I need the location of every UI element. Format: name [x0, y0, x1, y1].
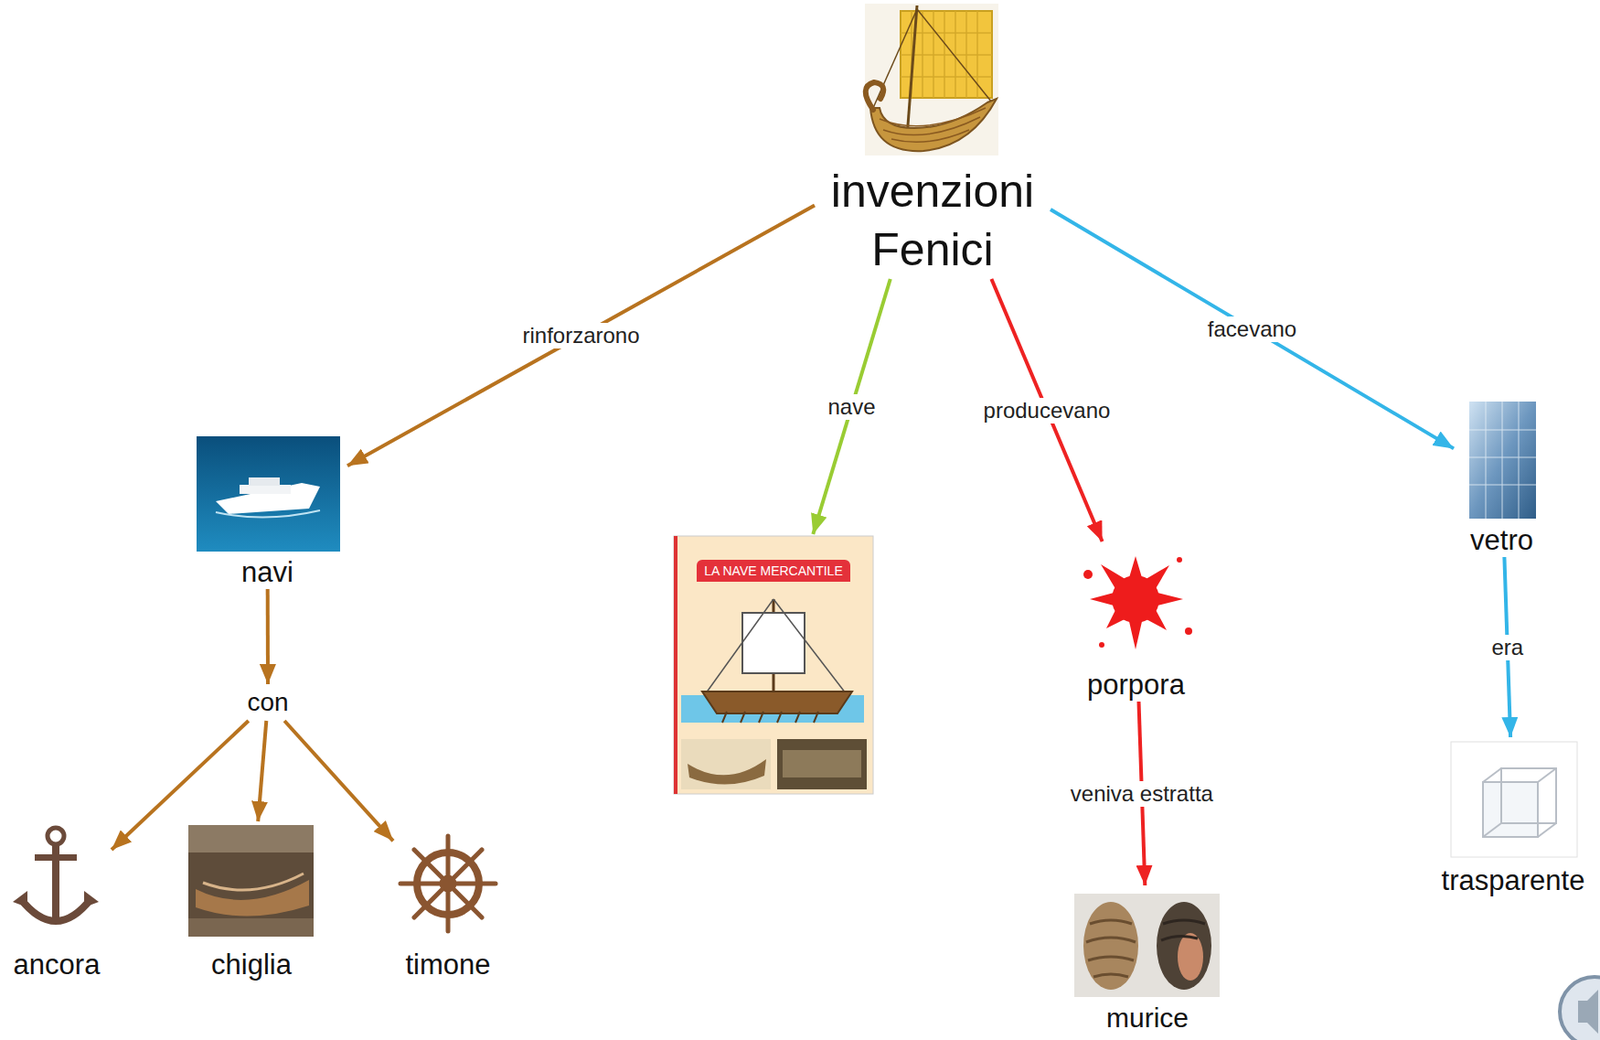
concept-node: porpora — [1069, 541, 1203, 702]
link-label: facevano — [1204, 316, 1301, 342]
picture-node: LA NAVE MERCANTILE — [672, 533, 875, 796]
wheel-picture — [400, 835, 496, 931]
linking-word: con — [239, 683, 297, 721]
link-label: era — [1487, 634, 1527, 661]
reed-boat-picture — [864, 3, 999, 156]
node-text: navi — [241, 555, 294, 589]
speaker-icon — [1559, 976, 1600, 1040]
concept-node: vetro — [1453, 396, 1550, 557]
link-label: producevano — [980, 397, 1115, 424]
connector-arrow — [111, 720, 249, 850]
cube-picture — [1450, 741, 1578, 857]
node-text: con — [246, 686, 288, 718]
link-label: veniva estratta — [1066, 780, 1217, 807]
concept-node: ancora — [1, 821, 112, 982]
banner-title: LA NAVE MERCANTILE — [696, 559, 850, 582]
node-text: chiglia — [211, 948, 292, 982]
connector-arrow — [284, 720, 394, 841]
concept-node: trasparente — [1435, 736, 1591, 897]
node-text: invenzioni Fenici — [814, 161, 1051, 279]
connector-arrow — [812, 278, 891, 534]
connector-arrow — [347, 204, 815, 466]
connector-arrow — [257, 720, 267, 822]
connector-arrow — [266, 588, 270, 684]
node-text: porpora — [1087, 668, 1185, 702]
ship-picture — [196, 436, 341, 552]
shells-picture — [1074, 893, 1220, 997]
node-text: timone — [405, 948, 491, 982]
glass-picture — [1469, 401, 1536, 519]
anchor-picture — [12, 827, 99, 922]
concept-node: chiglia — [182, 821, 320, 982]
node-text: ancora — [13, 948, 101, 982]
concept-node: navi — [187, 431, 348, 589]
node-text: vetro — [1470, 523, 1534, 557]
concept-node: timone — [393, 821, 503, 982]
splash-picture — [1083, 555, 1193, 650]
link-label: nave — [824, 394, 880, 420]
concept-node: murice — [1069, 885, 1226, 1034]
keel-picture — [188, 824, 314, 937]
node-text: murice — [1106, 1002, 1189, 1034]
node-text: trasparente — [1441, 864, 1586, 897]
main-concept: invenzioni Fenici — [814, 0, 1051, 279]
link-label: rinforzarono — [518, 322, 643, 349]
merchant-ship-picture — [673, 535, 874, 794]
